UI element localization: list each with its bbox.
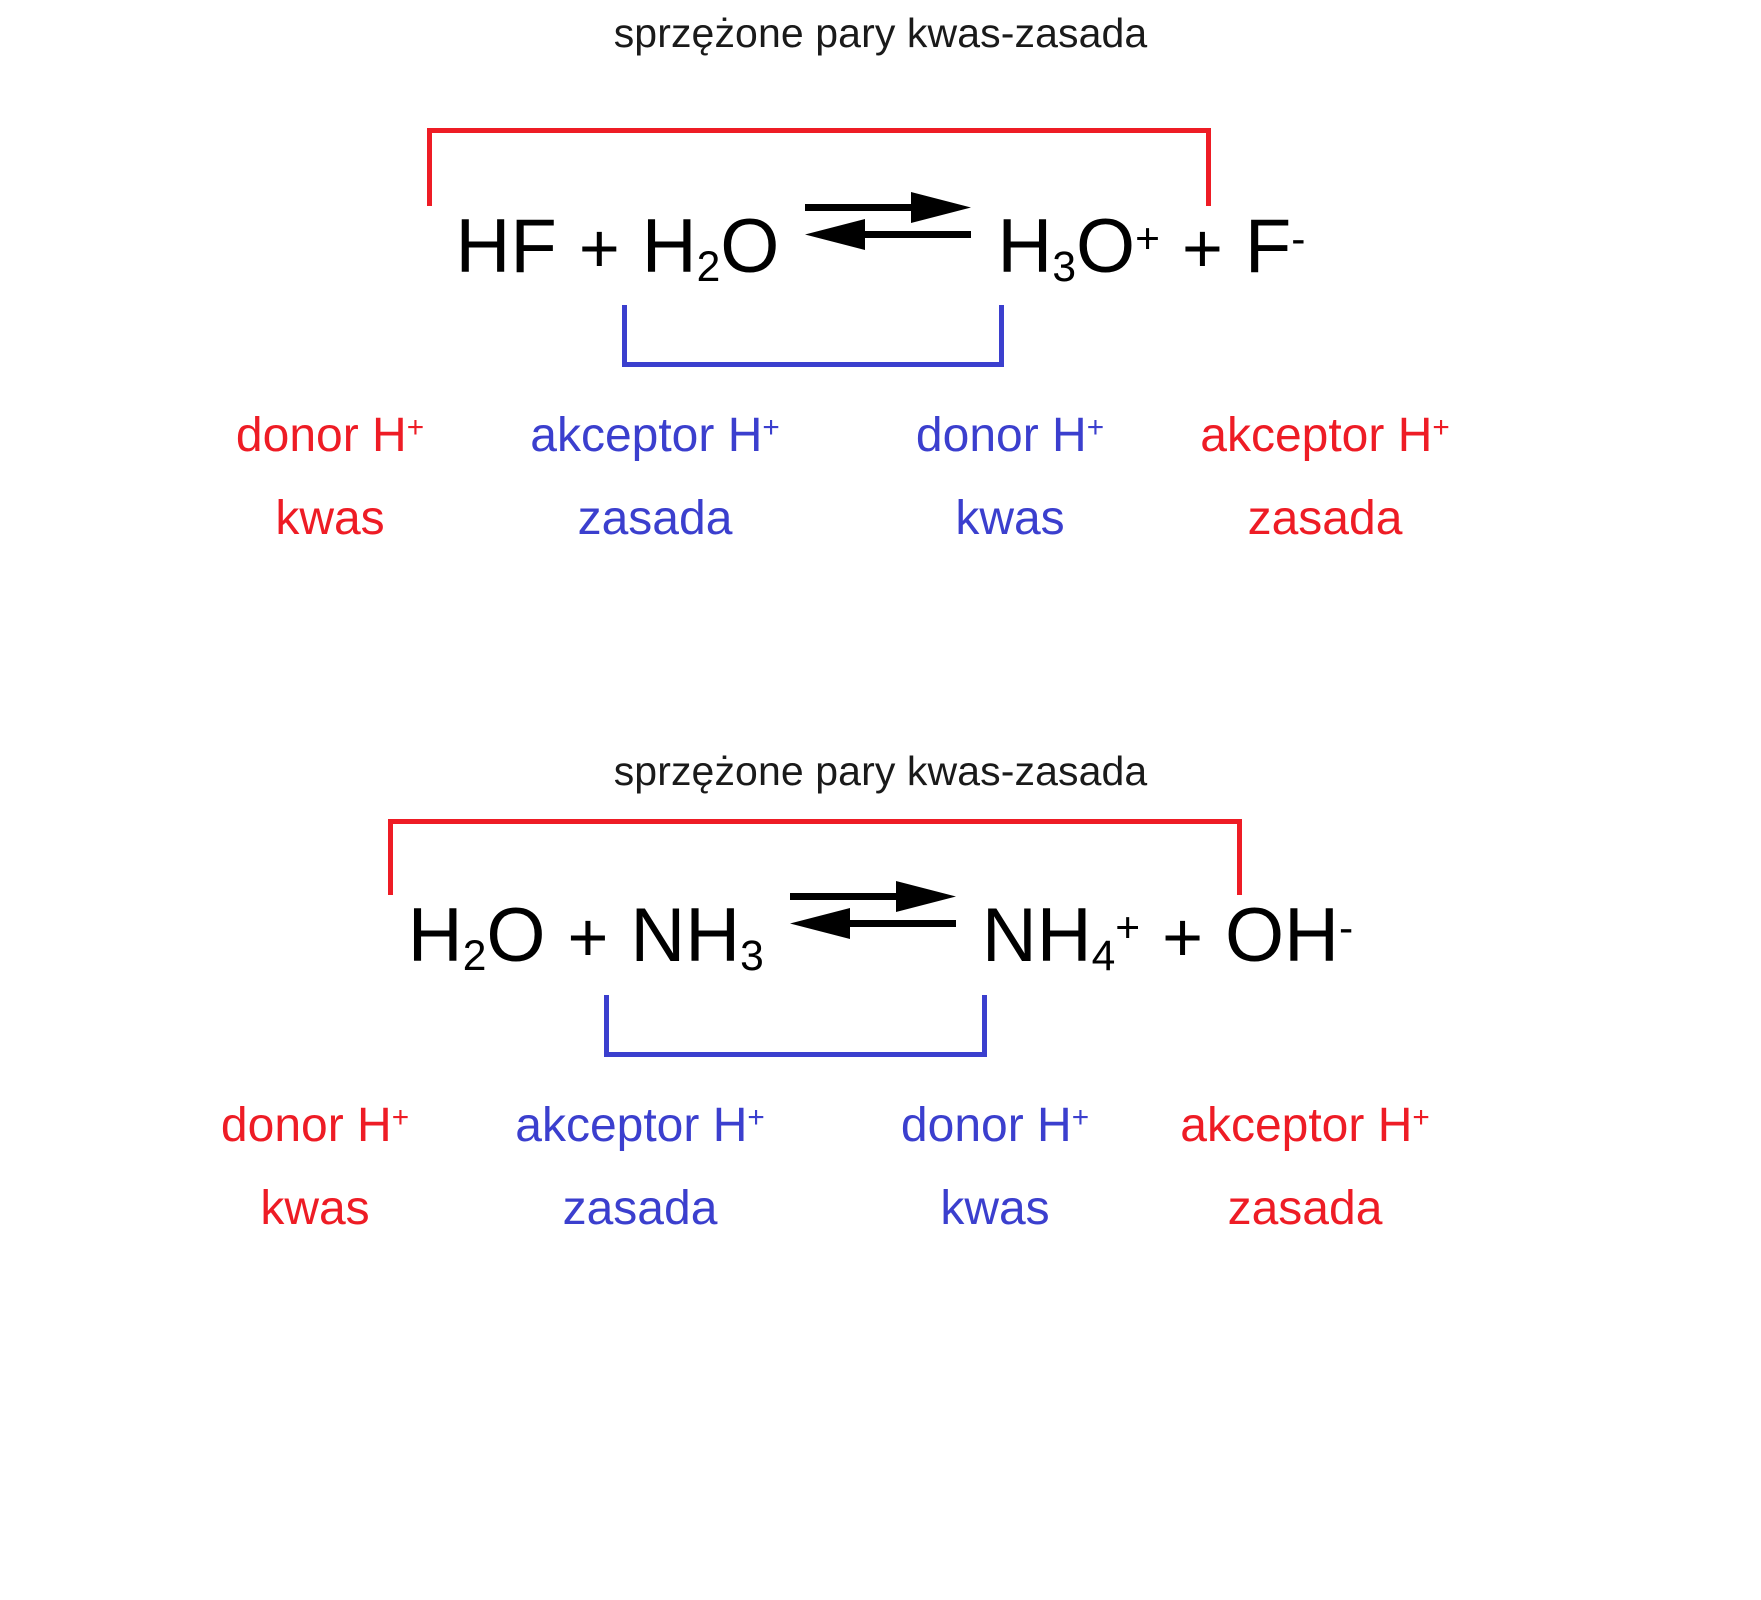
plus-sign-2b: + — [1162, 898, 1204, 976]
role-label-acceptor-2: akceptor H+ — [1200, 409, 1450, 462]
scheme-2-title: sprzężone pary kwas-zasada — [613, 748, 1148, 794]
species-hydronium-tail: O — [1075, 204, 1136, 289]
role-name-kwas-2: kwas — [955, 492, 1065, 545]
role-label-acceptor-3: akceptor H+ — [515, 1099, 765, 1152]
species-hydroxide-base: OH — [1225, 893, 1340, 978]
species-ammonia: NH3 — [630, 892, 763, 979]
plus-sign-1b: + — [1181, 209, 1223, 287]
role-label-acceptor-4: akceptor H+ — [1180, 1099, 1430, 1152]
role-labels-row-2-scheme-2: kwas zasada kwas zasada — [0, 1185, 1761, 1249]
species-ammonium: NH4+ — [982, 892, 1140, 979]
species-ammonia-base: NH — [630, 893, 741, 978]
species-fluoride-base: F — [1244, 204, 1292, 289]
species-hydronium-base: H — [997, 204, 1053, 289]
chemical-equation-1: HF + H2O H3O+ + F- — [0, 192, 1761, 290]
species-water-reactant: H2O — [642, 203, 780, 290]
role-labels-row-2-scheme-1: kwas zasada kwas zasada — [0, 495, 1761, 559]
role-label-donor-4: donor H+ — [900, 1099, 1090, 1152]
chemical-equation-2: H2O + NH3 NH4+ + OH- — [0, 881, 1761, 979]
role-label-donor-3: donor H+ — [220, 1099, 410, 1152]
species-water-tail: O — [720, 204, 780, 289]
scheme-1-title: sprzężone pary kwas-zasada — [613, 10, 1148, 56]
species-hydronium-charge: + — [1135, 214, 1160, 263]
species-ammonium-charge: + — [1115, 903, 1141, 952]
species-water-reactant-2: H2O — [408, 892, 546, 979]
species-hydroxide: OH- — [1225, 892, 1353, 979]
species-fluoride: F- — [1245, 203, 1306, 290]
species-ammonium-subscript: 4 — [1091, 932, 1116, 981]
species-ammonium-base: NH — [981, 893, 1092, 978]
role-name-kwas-1: kwas — [275, 492, 385, 545]
species-ammonia-subscript: 3 — [740, 932, 764, 981]
species-hf: HF — [456, 203, 557, 290]
conjugate-pair-bracket-inner-1 — [622, 305, 1004, 367]
conjugate-pair-bracket-inner-2 — [604, 995, 987, 1057]
species-water2-base: H — [407, 893, 463, 978]
role-labels-row-1-scheme-2: donor H+ akceptor H+ donor H+ akceptor H… — [0, 1102, 1761, 1166]
equilibrium-arrow-icon-2 — [788, 871, 958, 947]
species-hydronium-subscript: 3 — [1052, 243, 1076, 292]
plus-sign-1a: + — [578, 209, 620, 287]
species-hydroxide-charge: - — [1339, 903, 1354, 952]
species-hf-base: HF — [455, 204, 557, 289]
species-water-subscript: 2 — [696, 243, 721, 292]
species-water2-subscript: 2 — [462, 932, 487, 981]
role-name-zasada-3: zasada — [562, 1182, 718, 1235]
species-water2-tail: O — [486, 893, 546, 978]
role-label-acceptor-1: akceptor H+ — [530, 409, 780, 462]
conjugate-pair-bracket-outer-1 — [427, 128, 1211, 206]
plus-sign-2a: + — [567, 898, 609, 976]
role-labels-row-1-scheme-1: donor H+ akceptor H+ donor H+ akceptor H… — [0, 412, 1761, 476]
equilibrium-arrow-icon-1 — [803, 182, 973, 258]
role-name-zasada-2: zasada — [1247, 492, 1403, 545]
role-name-zasada-4: zasada — [1227, 1182, 1383, 1235]
conjugate-pair-bracket-outer-2 — [388, 819, 1242, 895]
role-name-zasada-1: zasada — [577, 492, 733, 545]
role-label-donor-1: donor H+ — [235, 409, 425, 462]
role-label-donor-2: donor H+ — [915, 409, 1105, 462]
species-water-base: H — [641, 204, 697, 289]
species-hydronium: H3O+ — [997, 203, 1160, 290]
role-name-kwas-4: kwas — [940, 1182, 1050, 1235]
role-name-kwas-3: kwas — [260, 1182, 370, 1235]
species-fluoride-charge: - — [1291, 214, 1306, 263]
